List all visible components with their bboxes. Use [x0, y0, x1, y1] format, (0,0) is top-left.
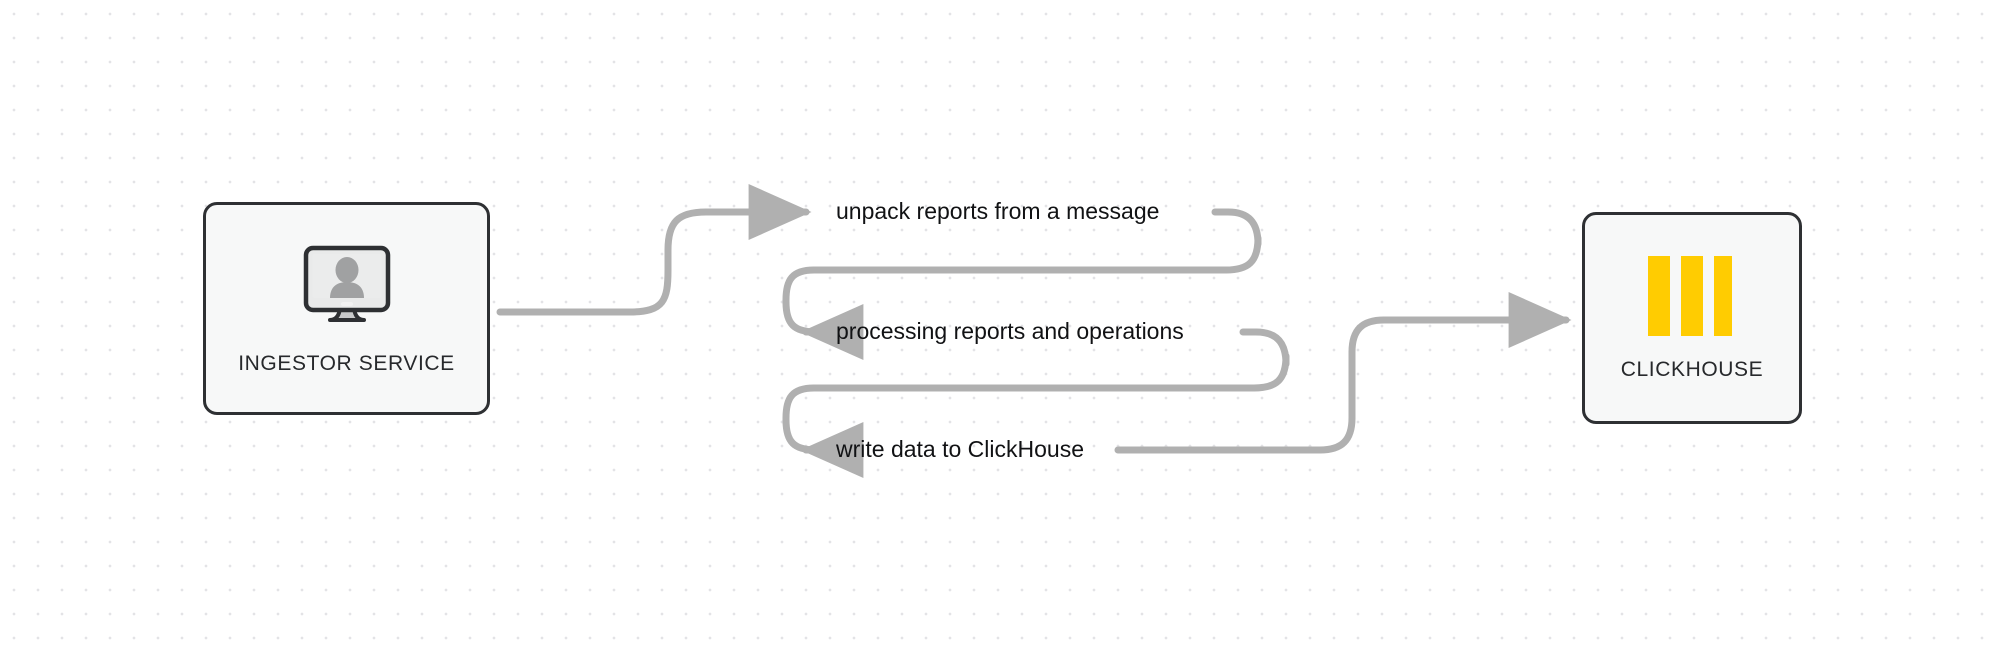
connector-row1-to-row2	[782, 208, 1262, 360]
user-monitor-icon	[292, 242, 402, 338]
node-clickhouse-label: CLICKHOUSE	[1620, 358, 1764, 381]
connector-row2-to-row3	[782, 328, 1290, 478]
node-clickhouse[interactable]: CLICKHOUSE	[1582, 212, 1802, 424]
clickhouse-logo-icon	[1639, 254, 1745, 338]
edge-label-processing-reports: processing reports and operations	[836, 318, 1184, 344]
edge-label-write-data: write data to ClickHouse	[836, 436, 1084, 462]
connector-row3-to-clickhouse	[1114, 292, 1572, 454]
node-ingestor-service-label: INGESTOR SERVICE	[238, 351, 455, 375]
node-ingestor-service[interactable]: INGESTOR SERVICE	[203, 202, 490, 415]
edge-label-unpack-reports: unpack reports from a message	[836, 198, 1160, 224]
connector-ingestor-to-row1	[496, 184, 812, 316]
